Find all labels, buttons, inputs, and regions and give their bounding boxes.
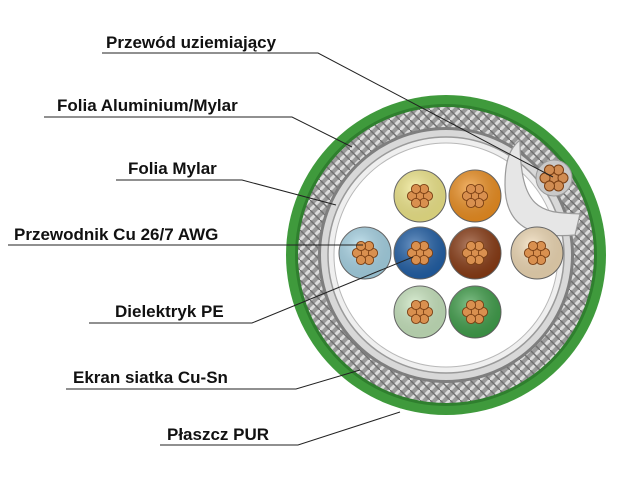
leader-foil-mylar	[116, 179, 337, 206]
copper-strand	[465, 197, 477, 209]
copper-strand	[410, 197, 422, 209]
label-foil-mylar: Folia Mylar	[128, 159, 217, 178]
labels: Przewód uziemiający Folia Aluminium/Myla…	[14, 33, 277, 444]
leader-dielectric	[89, 256, 414, 324]
core-light-green	[393, 285, 447, 339]
label-dielectric: Dielektryk PE	[115, 302, 224, 321]
copper-strand	[465, 313, 477, 325]
core-blue	[393, 226, 447, 280]
copper-strand	[355, 254, 367, 266]
leader-foil-al-mylar	[44, 116, 353, 148]
core-beige	[510, 226, 564, 280]
core-brown	[448, 226, 502, 280]
leader-lines	[8, 52, 554, 446]
copper-strand	[465, 240, 477, 252]
copper-strand	[355, 240, 367, 252]
copper-strand	[410, 240, 422, 252]
core-orange	[448, 169, 502, 223]
copper-strand	[410, 254, 422, 266]
copper-strand	[465, 254, 477, 266]
core-yellow	[393, 169, 447, 223]
label-conductor: Przewodnik Cu 26/7 AWG	[14, 225, 218, 244]
copper-strand	[465, 183, 477, 195]
copper-strand	[527, 254, 539, 266]
copper-strand	[410, 299, 422, 311]
copper-strand	[465, 299, 477, 311]
conductor-cores	[338, 169, 564, 339]
leader-braid	[66, 369, 361, 390]
leader-jacket	[160, 411, 401, 446]
copper-strand	[410, 183, 422, 195]
copper-strand	[410, 313, 422, 325]
core-green	[448, 285, 502, 339]
label-jacket: Płaszcz PUR	[167, 425, 269, 444]
copper-strand	[527, 240, 539, 252]
core-light-blue	[338, 226, 392, 280]
label-foil-al-mylar: Folia Aluminium/Mylar	[57, 96, 238, 115]
label-ground-wire: Przewód uziemiający	[106, 33, 277, 52]
label-braid: Ekran siatka Cu-Sn	[73, 368, 228, 387]
ground-wire	[535, 159, 573, 197]
leader-ground-wire	[102, 52, 554, 178]
